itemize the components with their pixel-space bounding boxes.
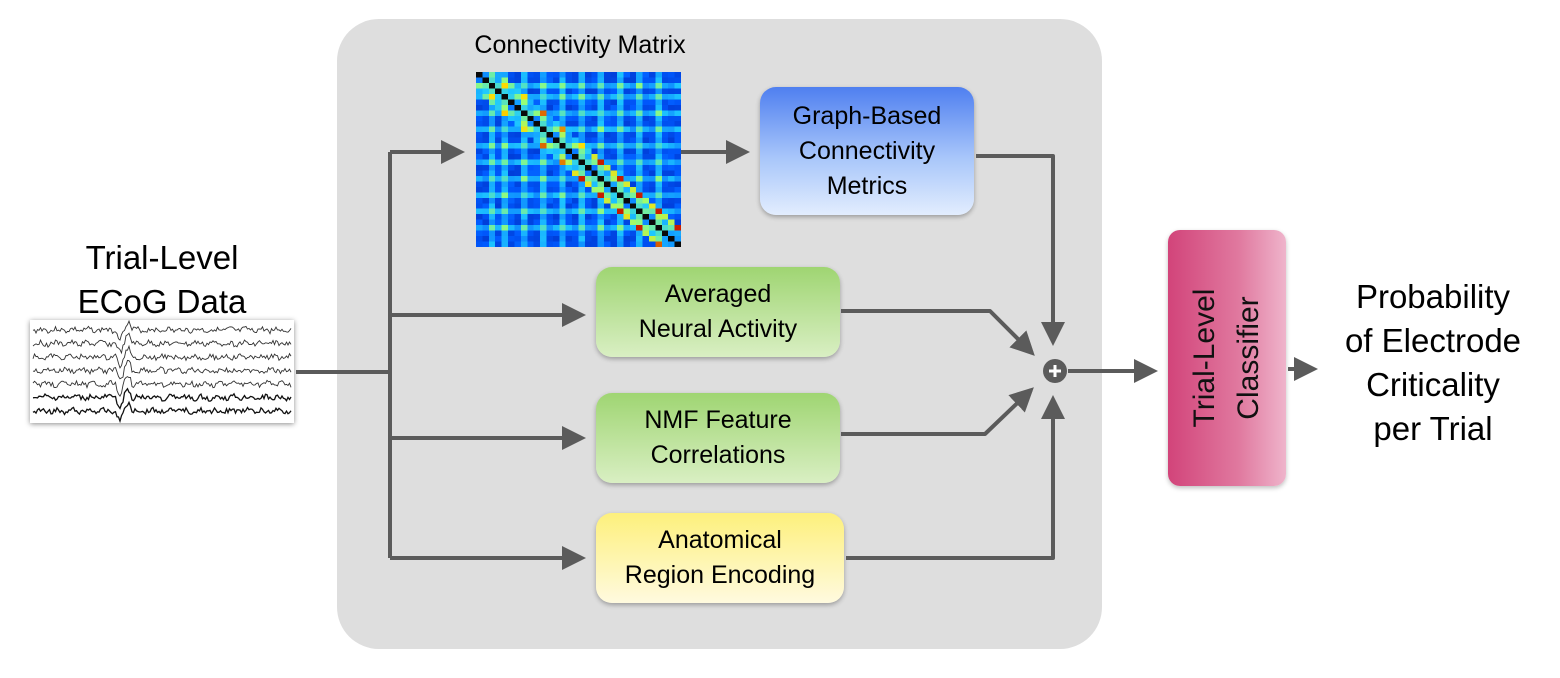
averaged-activity-box: Averaged Neural Activity [596,267,840,357]
output-line1: Probability [1355,278,1511,315]
classifier-line2: Classifier [1232,296,1265,420]
classifier-box: Trial-Level Classifier [1168,230,1286,486]
nmf-correlations-line1: NMF Feature [644,406,792,434]
nmf-correlations-line2: Correlations [650,441,786,469]
output-line2: of Electrode [1344,322,1522,359]
averaged-activity-line2: Neural Activity [638,315,798,343]
anatomical-encoding-line1: Anatomical [658,526,782,554]
graph-metrics-line3: Metrics [826,171,908,200]
graph-metrics-line2: Connectivity [798,136,936,165]
graph-metrics-line1: Graph-Based [792,101,942,130]
output-title: Probability of Electrode Criticality per… [1318,275,1548,451]
input-title-line1: Trial-Level [85,239,239,276]
anatomical-encoding-line2: Region Encoding [624,561,816,589]
connectivity-matrix-image [476,72,681,247]
output-line4: per Trial [1373,410,1493,447]
input-title: Trial-Level ECoG Data [20,236,304,324]
classifier-line1: Trial-Level [1188,288,1221,428]
graph-metrics-box: Graph-Based Connectivity Metrics [760,87,974,215]
output-line3: Criticality [1366,366,1500,403]
anatomical-encoding-box: Anatomical Region Encoding [596,513,844,603]
input-title-line2: ECoG Data [77,283,247,320]
nmf-correlations-box: NMF Feature Correlations [596,393,840,483]
matrix-title: Connectivity Matrix [474,31,686,59]
averaged-activity-line1: Averaged [664,280,772,308]
ecog-traces-image [30,320,294,423]
